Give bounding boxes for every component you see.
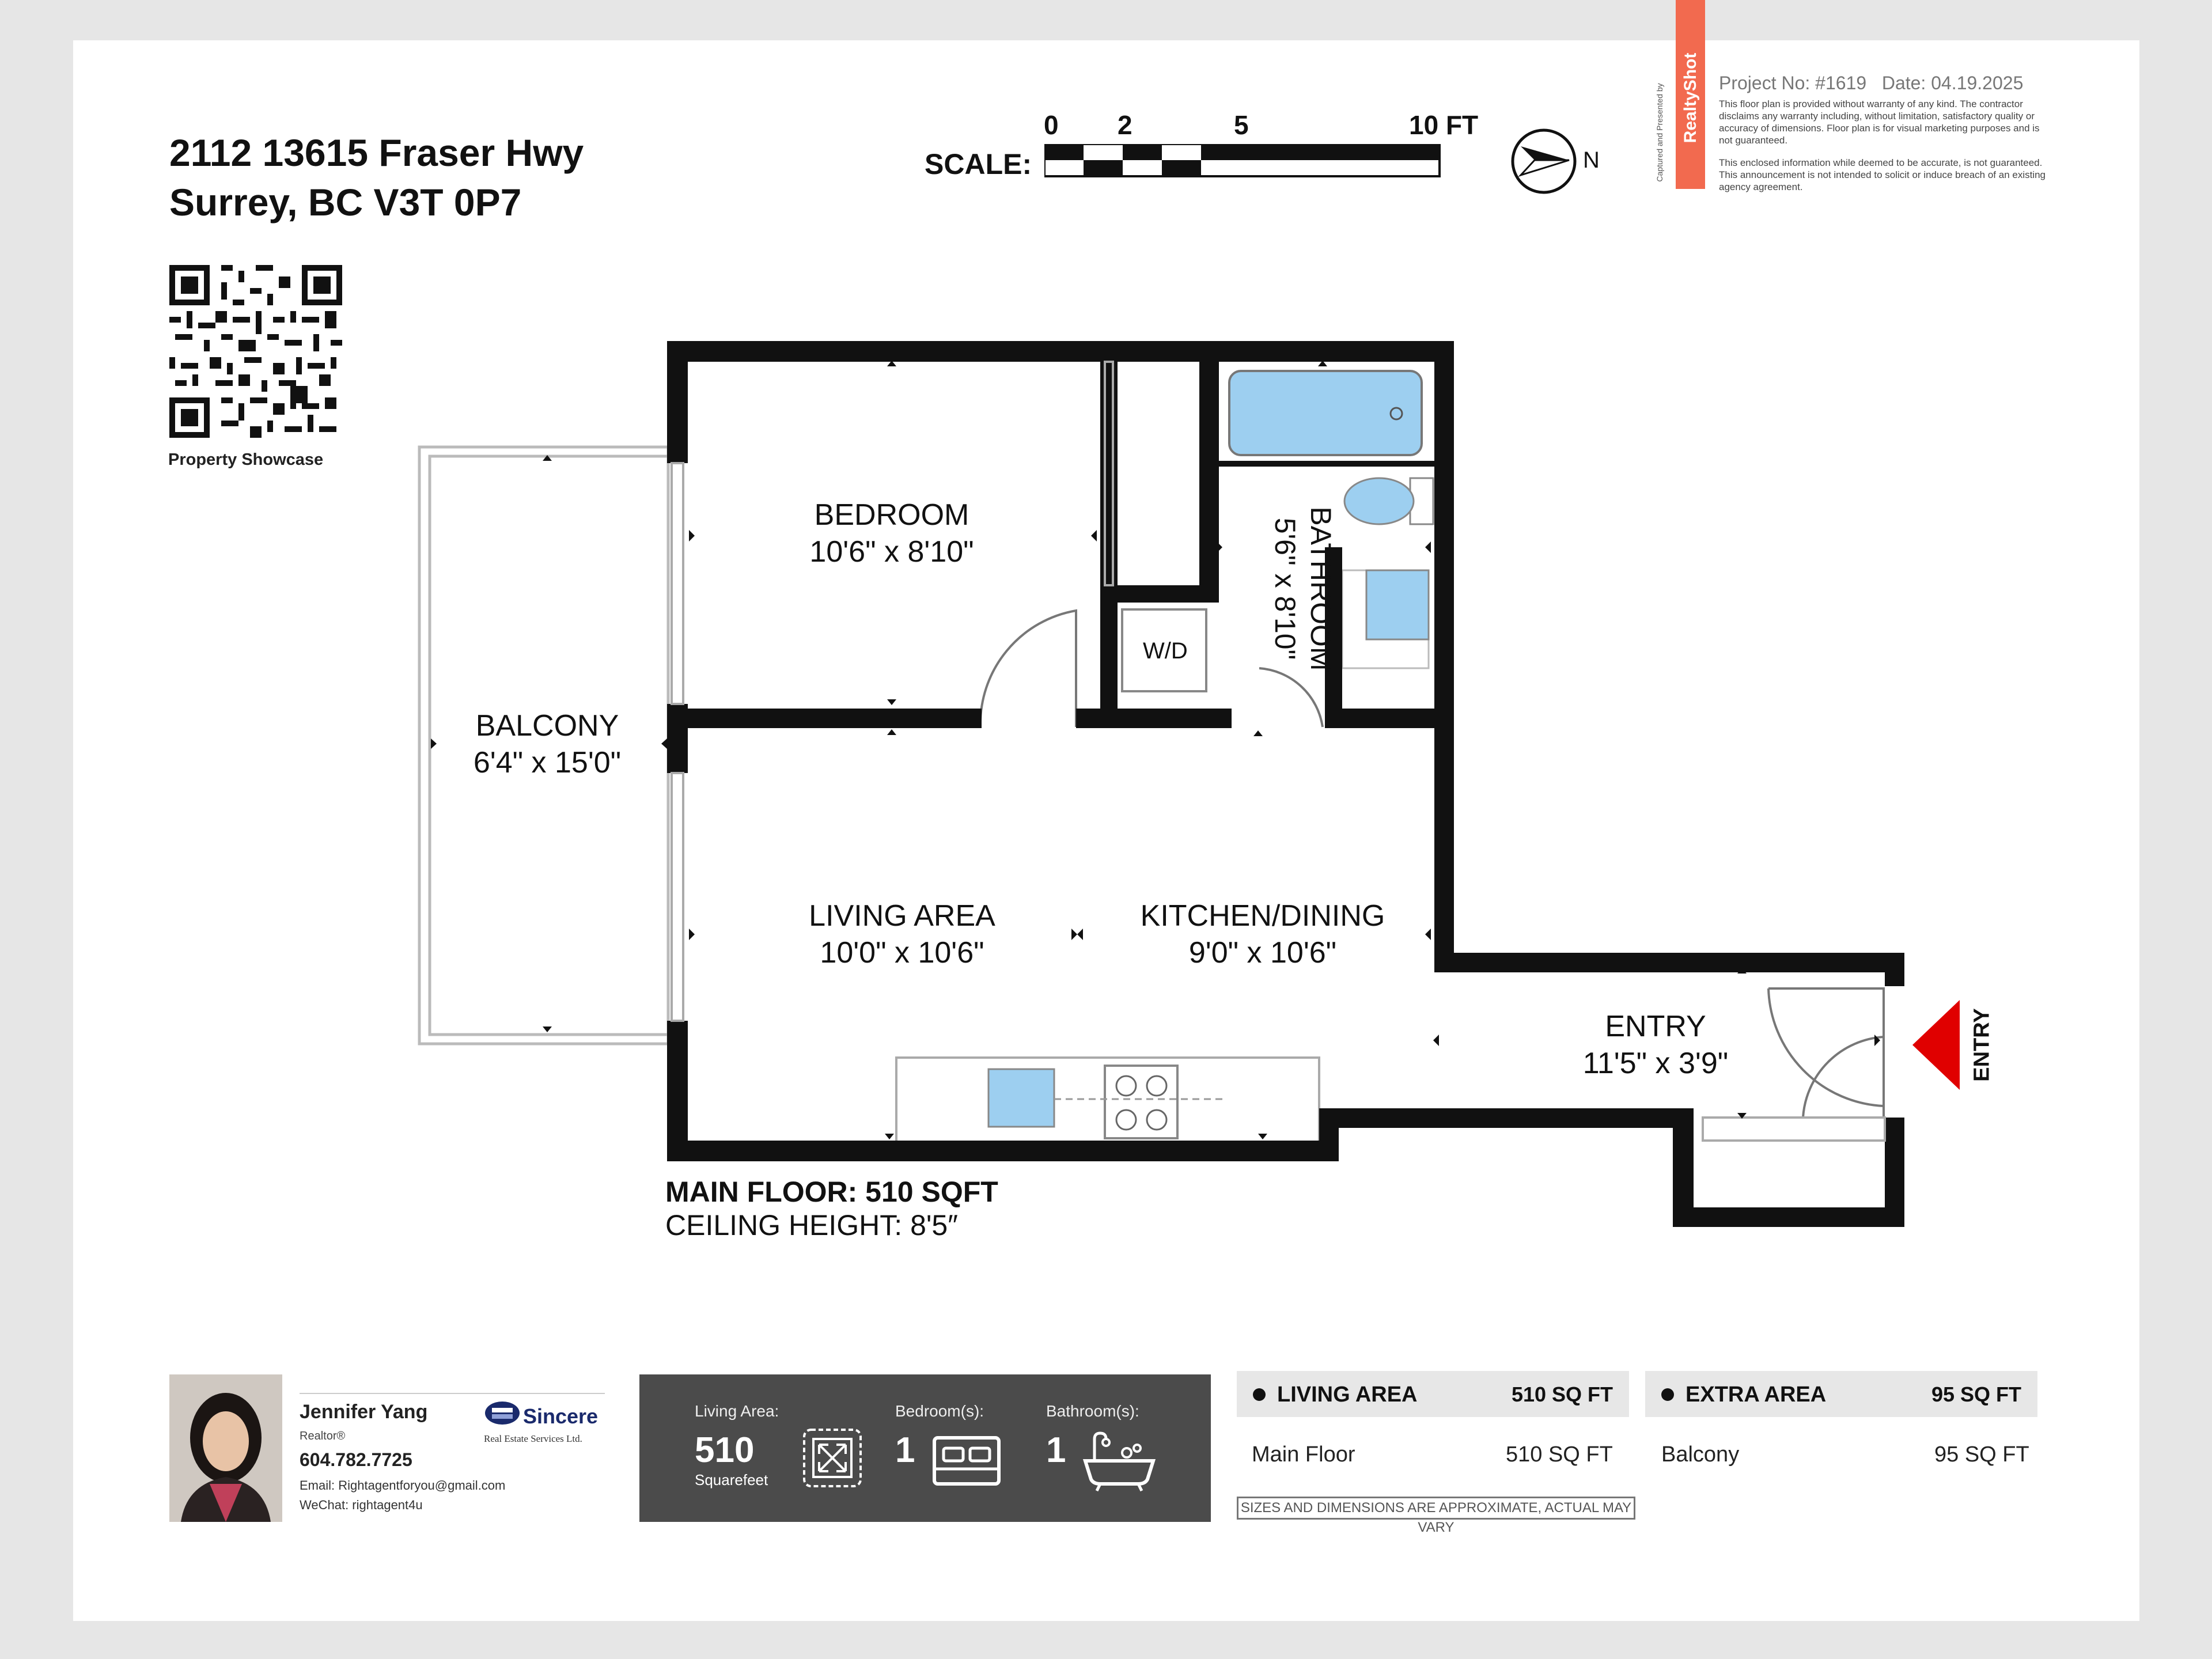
living-area-header-value: 510 SQ FT [1511, 1382, 1613, 1406]
company-subtitle: Real Estate Services Ltd. [484, 1433, 582, 1444]
room-living-name: LIVING AREA [809, 899, 995, 933]
openings [671, 361, 1886, 1142]
ceiling-height: CEILING HEIGHT: 8'5″ [665, 1209, 958, 1241]
entry-marker-label: ENTRY [1969, 1008, 1994, 1082]
scale-title: SCALE: [925, 148, 1032, 180]
extra-area-header-label: EXTRA AREA [1685, 1382, 1827, 1407]
living-area-caption: Living Area: [695, 1402, 779, 1420]
scale-tick-0: 0 [1044, 110, 1059, 140]
address-line2: Surrey, BC V3T 0P7 [169, 181, 522, 224]
stats-panel: Living Area: 510 Squarefeet Bedroom(s): … [639, 1374, 1211, 1522]
room-balcony-dims: 6'4" x 15'0" [473, 746, 622, 779]
room-kitchen-name: KITCHEN/DINING [1140, 899, 1385, 933]
room-bathroom-name: BATHROOM [1305, 506, 1337, 671]
kitchen-counter [895, 1056, 1320, 1145]
balcony-row-value: 95 SQ FT [1934, 1442, 2029, 1467]
agent-photo [169, 1374, 282, 1522]
living-area-header: LIVING AREA 510 SQ FT [1237, 1371, 1629, 1417]
washer-dryer [1121, 608, 1207, 692]
main-floor-row-value: 510 SQ FT [1506, 1442, 1613, 1467]
bathroom-count: 1 [1046, 1430, 1066, 1470]
scale-tick-2: 2 [1118, 110, 1132, 140]
agent-phone[interactable]: 604.782.7725 [300, 1449, 412, 1470]
bullet-icon [1661, 1388, 1674, 1401]
bedroom-caption: Bedroom(s): [895, 1402, 984, 1420]
living-area-unit: Squarefeet [695, 1471, 768, 1488]
entry-arrow-icon [1912, 1000, 1960, 1090]
project-number: Project No: #1619 [1719, 73, 1867, 93]
toilet [1343, 477, 1434, 525]
room-kitchen-dims: 9'0" x 10'6" [1188, 936, 1337, 969]
agent-email[interactable]: Email: Rightagentforyou@gmail.com [300, 1478, 506, 1493]
washer-dryer-label: W/D [1143, 638, 1188, 664]
main-floor-row-label: Main Floor [1252, 1442, 1355, 1467]
balcony-row-label: Balcony [1661, 1442, 1740, 1467]
scale-tick-5: 5 [1234, 110, 1249, 140]
main-floor-area: MAIN FLOOR: 510 SQFT [665, 1176, 998, 1208]
extra-area-header: EXTRA AREA 95 SQ FT [1645, 1371, 2037, 1417]
expand-area-icon [803, 1429, 862, 1487]
room-bathroom-dims: 5'6" x 8'10" [1269, 517, 1301, 660]
agent-role: Realtor® [300, 1430, 346, 1442]
room-bedroom: BEDROOM 10'6" x 8'10" [809, 497, 974, 570]
walls [667, 341, 1904, 1227]
bathroom-caption: Bathroom(s): [1046, 1402, 1139, 1420]
agent-divider [300, 1393, 605, 1394]
room-bedroom-name: BEDROOM [814, 498, 969, 532]
room-entry-name: ENTRY [1605, 1010, 1706, 1043]
door-swings [979, 609, 1885, 1118]
company-logo-icon [485, 1402, 520, 1425]
room-balcony-name: BALCONY [475, 709, 619, 743]
disclaimer-agency: This enclosed information while deemed t… [1719, 157, 2046, 192]
bathtub [1228, 370, 1423, 456]
qr-caption: Property Showcase [168, 450, 324, 469]
room-living: LIVING AREA 10'0" x 10'6" [809, 897, 995, 971]
approximation-note: SIZES AND DIMENSIONS ARE APPROXIMATE, AC… [1237, 1497, 1635, 1535]
compass-north-label: N [1583, 147, 1600, 173]
agent-name: Jennifer Yang [300, 1401, 428, 1423]
project-date: Date: 04.19.2025 [1881, 73, 2024, 93]
living-area-header-label: LIVING AREA [1277, 1382, 1418, 1407]
bathtub-icon [1082, 1431, 1156, 1492]
room-bedroom-dims: 10'6" x 8'10" [809, 535, 974, 569]
room-kitchen: KITCHEN/DINING 9'0" x 10'6" [1141, 897, 1385, 971]
agent-card: Jennifer Yang Realtor® 604.782.7725 Emai… [169, 1374, 608, 1522]
qr-code[interactable] [169, 265, 342, 438]
project-info: Project No: #1619 Date: 04.19.2025 [1719, 73, 2023, 94]
company-name: Sincere [523, 1404, 599, 1428]
room-entry: ENTRY 11'5" x 3'9" [1583, 1008, 1728, 1082]
extra-area-header-value: 95 SQ FT [1931, 1382, 2021, 1406]
compass-icon [1511, 128, 1577, 194]
address-line1: 2112 13615 Fraser Hwy [169, 131, 584, 174]
bedroom-count: 1 [895, 1430, 915, 1470]
floorplan-sheet [73, 40, 2139, 1621]
bullet-icon [1253, 1388, 1266, 1401]
dimension-arrows [431, 361, 1880, 1139]
disclaimer-warranty: This floor plan is provided without warr… [1719, 99, 2040, 146]
room-balcony: BALCONY 6'4" x 15'0" [474, 707, 621, 781]
bed-icon [933, 1436, 1001, 1486]
property-address: 2112 13615 Fraser Hwy Surrey, BC V3T 0P7 [169, 128, 584, 227]
room-living-dims: 10'0" x 10'6" [820, 936, 984, 969]
scale-tick-10: 10 FT [1409, 110, 1479, 140]
brand-strip [1676, 0, 1705, 189]
scale-bar [1044, 144, 1441, 177]
room-entry-dims: 11'5" x 3'9" [1582, 1047, 1729, 1080]
room-bathroom: BATHROOM 5'6" x 8'10" [1267, 506, 1339, 671]
bath-sink [1341, 569, 1430, 669]
living-area-value: 510 [695, 1430, 755, 1470]
agent-wechat: WeChat: rightagent4u [300, 1498, 423, 1512]
